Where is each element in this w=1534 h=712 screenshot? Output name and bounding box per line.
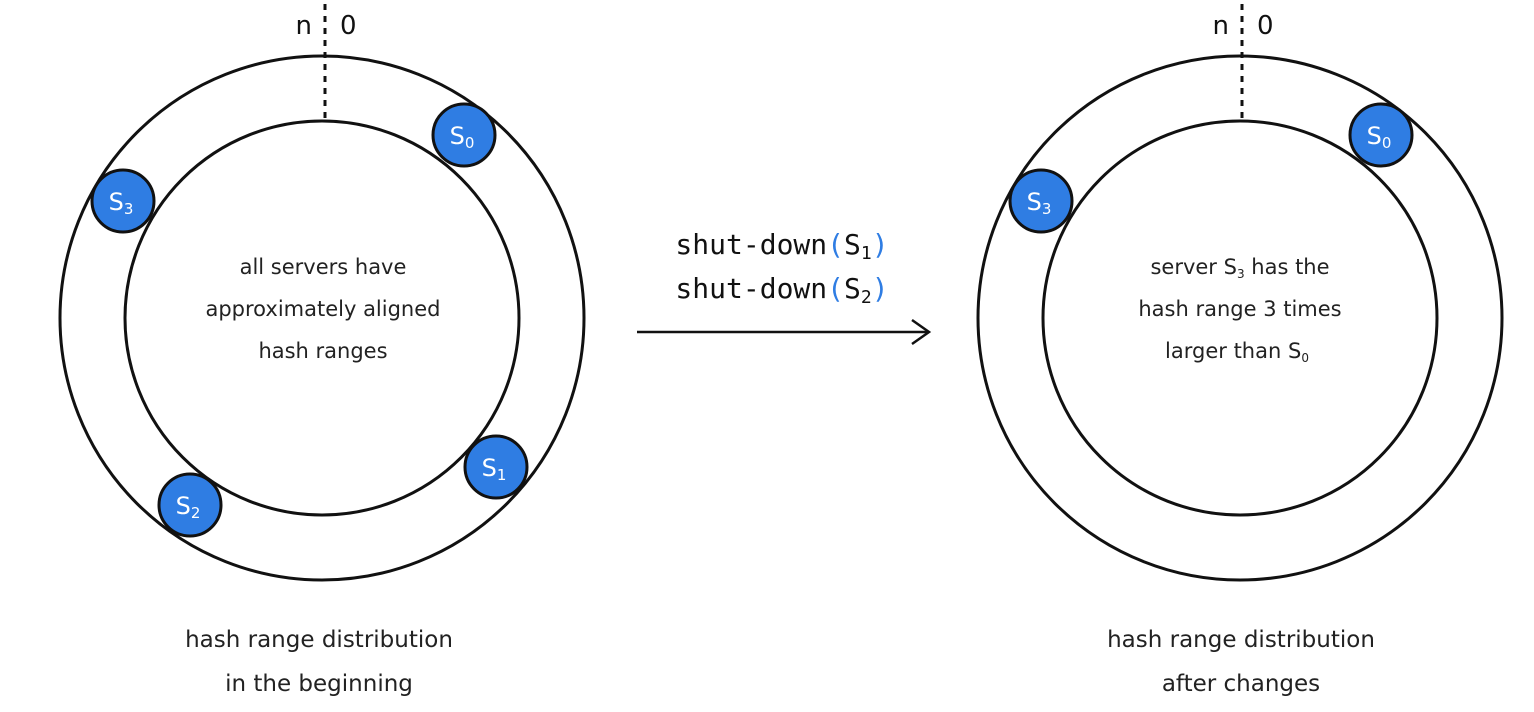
right-center-line-1: server S3 has the <box>1150 255 1329 281</box>
left-center-line-1: all servers have <box>240 255 407 279</box>
right-marker-n: n <box>1213 11 1229 41</box>
transition-operation: shut-down(S1) shut-down(S2) <box>637 228 932 346</box>
left-caption-line-1: hash range distribution <box>185 627 453 653</box>
left-center-line-3: hash ranges <box>258 339 387 363</box>
right-caption-line-2: after changes <box>1162 671 1320 697</box>
right-marker-0: 0 <box>1257 11 1274 41</box>
left-node-s2[interactable]: S2 <box>157 472 223 538</box>
right-center-line-2: hash range 3 times <box>1138 297 1341 321</box>
right-caption-line-1: hash range distribution <box>1107 627 1375 653</box>
svg-text:S3: S3 <box>1027 188 1052 218</box>
left-caption-line-2: in the beginning <box>225 671 413 697</box>
svg-text:S3: S3 <box>109 188 134 218</box>
right-center-line-3: larger than S0 <box>1165 339 1309 365</box>
operation-line-1: shut-down(S1) <box>675 228 888 264</box>
right-inner-ring <box>1041 119 1439 517</box>
left-node-s1[interactable]: S1 <box>463 434 529 500</box>
left-node-s3[interactable]: S3 <box>90 168 156 234</box>
left-inner-ring <box>123 119 521 517</box>
left-node-s0[interactable]: S0 <box>431 102 497 168</box>
svg-text:S2: S2 <box>176 492 201 522</box>
svg-text:S0: S0 <box>450 122 475 152</box>
right-outer-ring <box>976 54 1504 582</box>
right-hash-ring: n 0 S0 S3 server S3 has the hash range 3… <box>976 4 1504 697</box>
right-node-s0[interactable]: S0 <box>1348 102 1414 168</box>
operation-line-2: shut-down(S2) <box>675 272 888 308</box>
left-marker-0: 0 <box>340 11 357 41</box>
left-center-line-2: approximately aligned <box>205 297 440 321</box>
svg-text:S1: S1 <box>482 454 507 484</box>
svg-text:S0: S0 <box>1367 122 1392 152</box>
left-hash-ring: n 0 S0 S1 S2 S3 all servers have approxi… <box>58 4 586 697</box>
right-node-s3[interactable]: S3 <box>1008 168 1074 234</box>
left-marker-n: n <box>296 11 312 41</box>
left-outer-ring <box>58 54 586 582</box>
arrow-head-icon <box>911 318 932 346</box>
